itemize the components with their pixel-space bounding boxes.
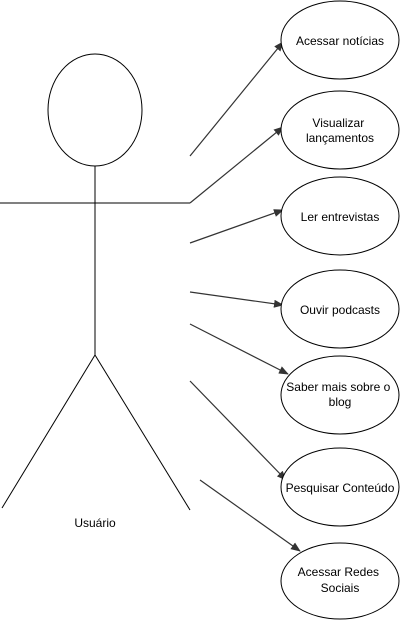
use-case-label: blog <box>329 395 352 409</box>
arrow-ler-entrevistas <box>189 209 284 244</box>
use-case-label: Acessar notícias <box>296 34 384 48</box>
actor-head <box>47 53 143 167</box>
svg-text:Ouvir podcasts: Ouvir podcasts <box>300 303 380 317</box>
use-case-ellipse <box>280 0 400 80</box>
use-case-ellipse <box>280 269 400 349</box>
actor-figure: Usuário <box>0 53 191 530</box>
svg-text:Visualizar lançamentos: Visualizar lançamentos <box>306 116 374 145</box>
arrow-ouvir-podcasts <box>189 291 284 308</box>
arrow-acessar-redes-sociais <box>199 479 301 552</box>
use-case-visualizar-lancamentos: Visualizar lançamentos <box>280 90 400 170</box>
arrow-visualizar-lancamentos <box>189 126 284 204</box>
arrow-saber-mais-blog <box>189 323 289 375</box>
use-case-saber-mais-blog: Saber mais sobre o blog <box>280 355 400 435</box>
use-case-ellipse <box>280 90 400 170</box>
svg-text:Acessar notícias: Acessar notícias <box>296 34 384 48</box>
use-case-label: Pesquisar Conteúdo <box>286 481 395 495</box>
use-case-label: Visualizar <box>312 116 364 130</box>
use-case-label: Acessar Redes <box>298 565 379 579</box>
use-case-label: Saber mais sobre o <box>286 380 390 394</box>
svg-text:Pesquisar Conteúdo: Pesquisar Conteúdo <box>286 481 395 495</box>
association-arrows <box>189 41 301 552</box>
use-case-label: Ler entrevistas <box>301 210 380 224</box>
use-case-label: Ouvir podcasts <box>300 303 380 317</box>
actor-right-leg <box>94 354 191 511</box>
use-case-pesquisar-conteudo: Pesquisar Conteúdo <box>280 447 400 527</box>
svg-text:Saber mais sobre o blog: Saber mais sobre o blog <box>286 380 393 409</box>
use-case-acessar-redes-sociais: Acessar Redes Sociais <box>280 542 400 620</box>
use-case-ellipse <box>280 542 400 620</box>
arrow-pesquisar-conteudo <box>189 380 287 481</box>
svg-text:Acessar Redes Sociais: Acessar Redes Sociais <box>298 565 383 595</box>
use-case-ellipse <box>280 355 400 435</box>
arrow-acessar-noticias <box>189 41 284 157</box>
use-case-ler-entrevistas: Ler entrevistas <box>280 176 400 256</box>
use-case-ellipse <box>280 176 400 256</box>
use-case-ouvir-podcasts: Ouvir podcasts <box>280 269 400 349</box>
use-case-acessar-noticias: Acessar notícias <box>280 0 400 80</box>
use-case-ellipse <box>280 447 400 527</box>
actor-left-leg <box>1 354 96 509</box>
svg-text:Ler entrevistas: Ler entrevistas <box>301 210 380 224</box>
actor-label: Usuário <box>74 516 116 530</box>
use-case-label: Sociais <box>321 581 360 595</box>
use-case-label: lançamentos <box>306 131 374 145</box>
